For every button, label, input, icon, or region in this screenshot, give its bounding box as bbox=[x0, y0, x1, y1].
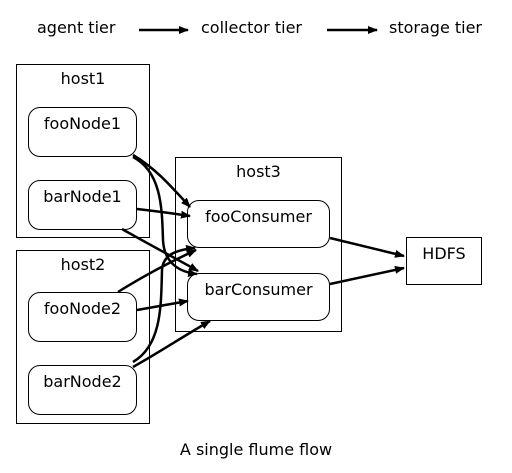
node-fooNode2: fooNode2 bbox=[28, 292, 137, 342]
node-fooConsumer: fooConsumer bbox=[187, 200, 330, 248]
node-label: barNode2 bbox=[43, 372, 122, 391]
edge-barNode2-fooConsumer bbox=[132, 244, 196, 364]
legend-collector-tier: collector tier bbox=[201, 18, 302, 37]
edge-fooNode2-fooConsumer bbox=[117, 248, 197, 294]
node-fooNode1: fooNode1 bbox=[28, 107, 137, 157]
hdfs-label: HDFS bbox=[422, 244, 466, 263]
edge-barNode2-barConsumer bbox=[132, 319, 211, 369]
node-label: fooNode2 bbox=[43, 299, 122, 318]
host3-label: host3 bbox=[236, 162, 281, 181]
node-barConsumer: barConsumer bbox=[187, 273, 330, 321]
edge-fooConsumer-hdfs bbox=[329, 236, 405, 258]
legend-agent-tier: agent tier bbox=[37, 18, 116, 37]
node-label: fooConsumer bbox=[205, 207, 312, 226]
edge-barNode1-fooConsumer bbox=[136, 207, 191, 219]
node-label: fooNode1 bbox=[43, 114, 122, 133]
edge-fooNode2-barConsumer bbox=[136, 298, 189, 312]
legend-storage-tier: storage tier bbox=[389, 18, 483, 37]
caption: A single flume flow bbox=[179, 440, 333, 459]
node-label: barConsumer bbox=[204, 280, 313, 299]
edge-fooNode1-fooConsumer bbox=[132, 153, 191, 208]
node-barNode2: barNode2 bbox=[28, 365, 137, 415]
edge-fooNode1-barConsumer bbox=[132, 155, 198, 278]
edge-barNode1-barConsumer bbox=[121, 227, 199, 273]
node-label: barNode1 bbox=[43, 187, 122, 206]
edge-barConsumer-hdfs bbox=[329, 265, 405, 286]
host2-label: host2 bbox=[60, 255, 106, 274]
node-hdfs: HDFS bbox=[406, 237, 482, 285]
host1-label: host1 bbox=[60, 69, 106, 88]
node-barNode1: barNode1 bbox=[28, 180, 137, 230]
